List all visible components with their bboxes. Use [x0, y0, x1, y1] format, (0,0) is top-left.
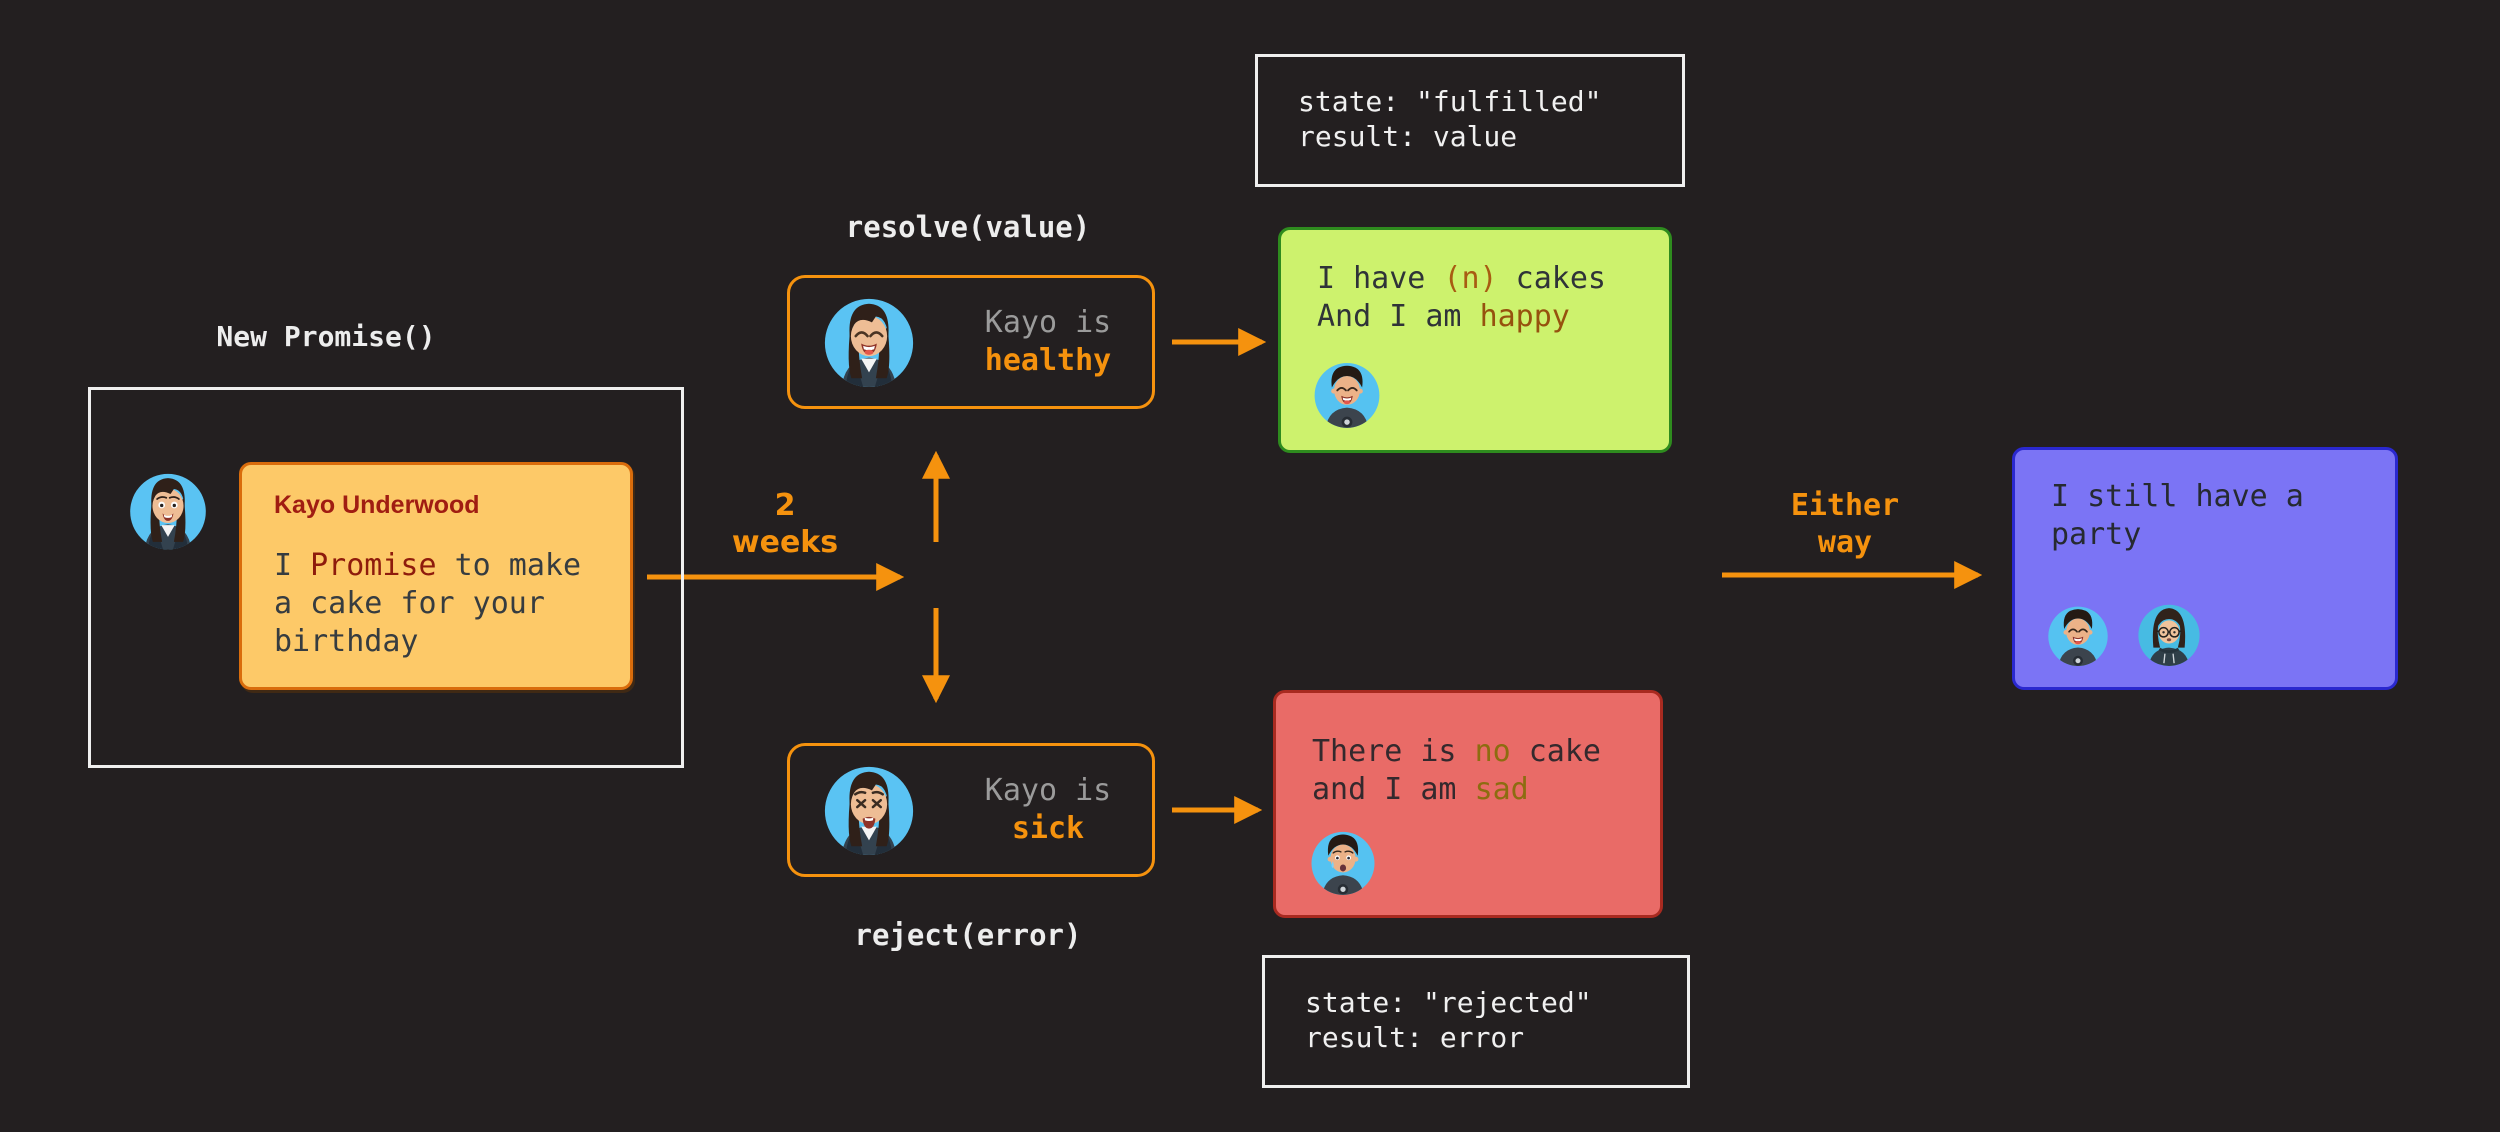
promise-message: I Promise to make a cake for your birthd…	[274, 548, 582, 659]
new-promise-title: New Promise()	[216, 320, 436, 353]
sender-name: Kayo Underwood	[274, 491, 480, 519]
either-way-label: Either way	[1790, 488, 1900, 560]
no-highlight: no	[1474, 734, 1511, 769]
avatar-man-sad-icon	[1311, 831, 1375, 895]
kayo-sick-box: Kayo is sick	[787, 743, 1155, 877]
avatar-man-laughing-icon	[1314, 363, 1380, 428]
avatar-woman-glasses-icon	[2138, 604, 2200, 666]
fulfilled-card-text: I have (n) cakes And I am happy	[1317, 261, 1606, 334]
n-cakes-highlight: (n)	[1443, 261, 1498, 296]
duration-label: 2 weeks	[731, 488, 839, 560]
new-promise-box	[88, 387, 684, 768]
reject-label: reject(error)	[854, 918, 1082, 952]
happy-highlight: happy	[1479, 299, 1570, 334]
avatar-kayo-crying-icon	[824, 766, 914, 856]
sick-word: sick	[1011, 811, 1085, 846]
healthy-word: healthy	[984, 343, 1112, 378]
sick-status-text: Kayo is sick	[958, 772, 1138, 848]
healthy-status-text: Kayo is healthy	[958, 304, 1138, 380]
rejected-state-note: state: "rejected" result: error	[1262, 955, 1690, 1088]
promise-message-card: Kayo Underwood I Promise to make a cake …	[239, 462, 633, 690]
fulfilled-state-note: state: "fulfilled" result: value	[1255, 54, 1685, 187]
avatar-kayo-underwood-icon	[130, 473, 206, 550]
fulfilled-result-card: I have (n) cakes And I am happy	[1278, 227, 1672, 453]
rejected-result-card: There is no cake and I am sad	[1273, 690, 1663, 918]
kayo-healthy-box: Kayo is healthy	[787, 275, 1155, 409]
rejected-card-text: There is no cake and I am sad	[1312, 734, 1601, 807]
party-card-text: I still have a party	[2051, 479, 2304, 552]
promise-word-highlight: Promise	[310, 548, 437, 583]
avatar-kayo-laughing-icon	[824, 298, 914, 388]
party-result-card: I still have a party	[2012, 447, 2398, 690]
resolve-label: resolve(value)	[845, 210, 1091, 244]
avatar-man-laughing-icon	[2048, 606, 2108, 667]
sad-highlight: sad	[1474, 772, 1529, 807]
